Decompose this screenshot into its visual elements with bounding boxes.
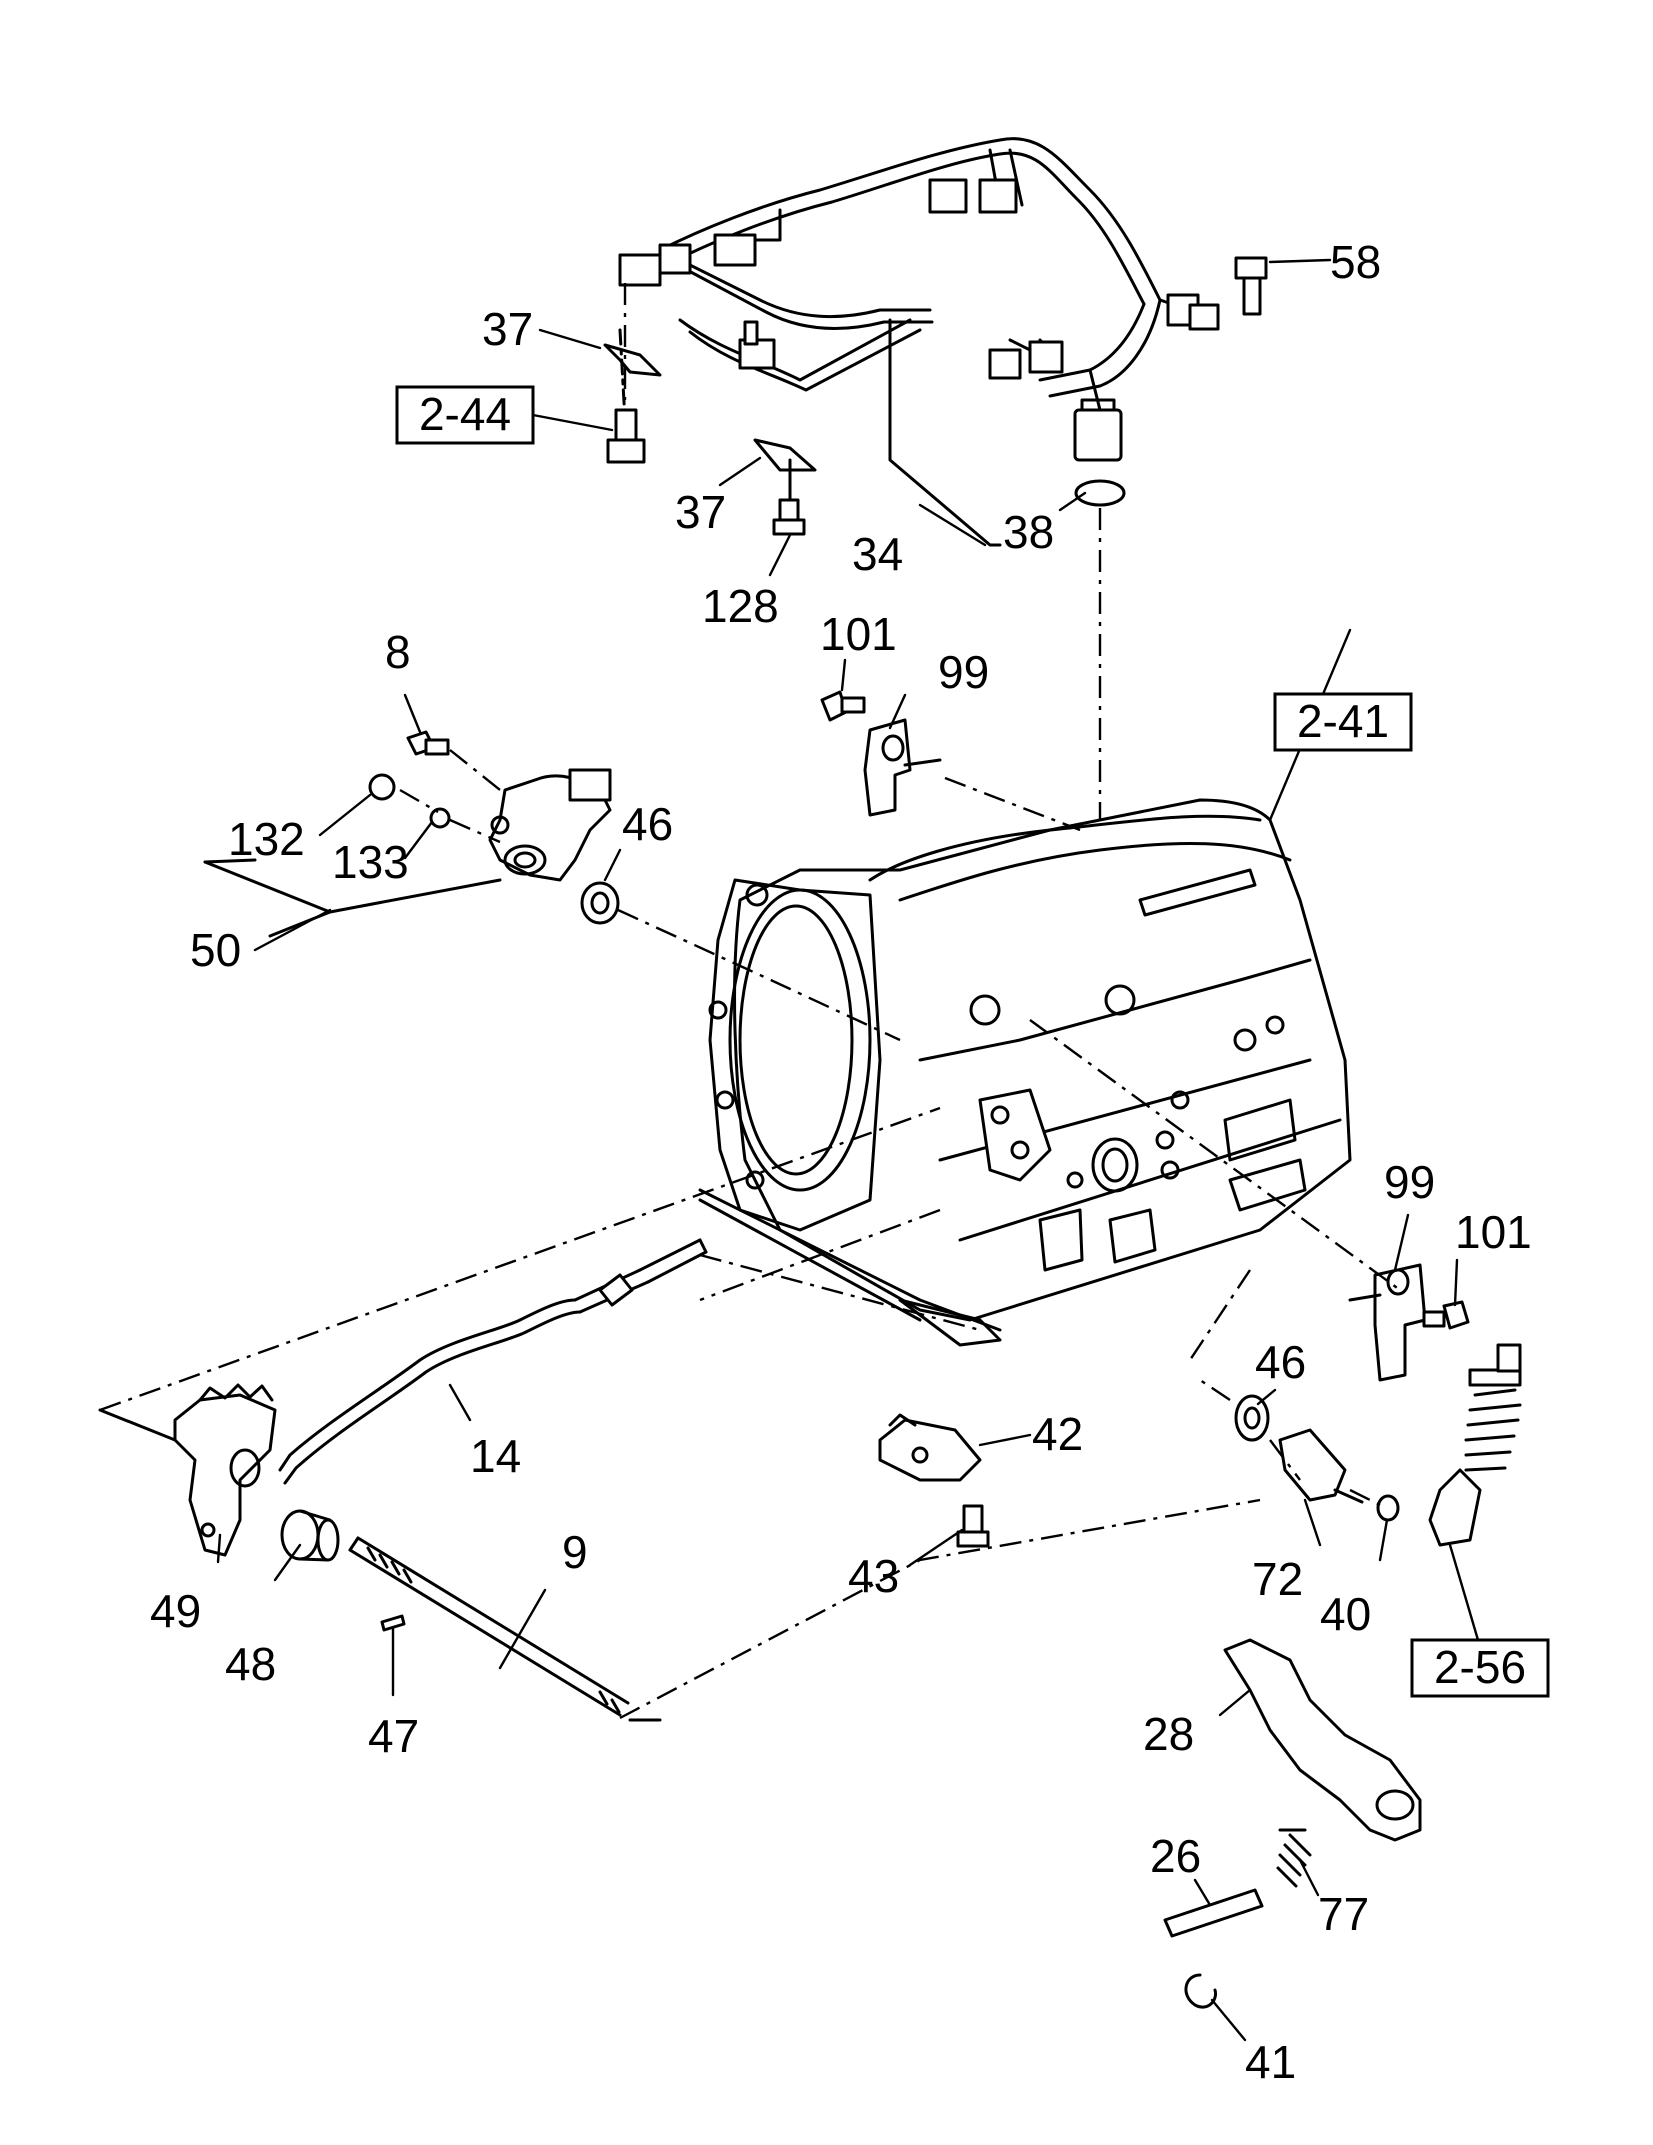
label-37-lower: 37 — [675, 486, 726, 538]
washer-40 — [1376, 1494, 1400, 1522]
neutral-switch-50 — [488, 768, 612, 882]
clip-37-upper — [603, 328, 662, 422]
label-26: 26 — [1150, 1830, 1201, 1882]
sensor-2-56 — [1428, 1343, 1522, 1547]
leader-lines — [216, 258, 1480, 2042]
label-46-upper: 46 — [622, 798, 673, 850]
label-46-lower: 46 — [1255, 1336, 1306, 1388]
label-8: 8 — [385, 626, 411, 678]
label-133: 133 — [332, 836, 409, 888]
bracket-99-lower — [1348, 1263, 1427, 1382]
bracket-42 — [878, 1413, 982, 1482]
ref-label-2-41: 2-41 — [1297, 695, 1389, 747]
label-101-upper: 101 — [820, 608, 897, 660]
clip-37-lower — [753, 438, 817, 502]
part-labels: 58 37 37 34 38 128 101 99 8 132 133 50 4… — [150, 236, 1532, 2088]
ref-box-2-56: 2-56 — [1410, 1638, 1550, 1698]
seal-46-lower — [1234, 1394, 1270, 1442]
bracket-99-upper — [863, 718, 942, 817]
e-clip-41 — [1184, 1973, 1218, 2009]
nut-132 — [368, 773, 396, 801]
label-34: 34 — [852, 528, 903, 580]
assembly-lines — [99, 283, 1401, 1720]
label-101-lower: 101 — [1455, 1206, 1532, 1258]
label-14: 14 — [470, 1430, 521, 1482]
washer-133 — [429, 807, 451, 829]
label-128: 128 — [702, 580, 779, 632]
label-42: 42 — [1032, 1408, 1083, 1460]
bolt-101-lower — [1422, 1300, 1470, 1330]
ref-box-2-44: 2-44 — [395, 385, 614, 445]
pin-26 — [1163, 1888, 1264, 1938]
o-ring-38 — [1074, 479, 1126, 507]
control-rod-14 — [278, 1238, 708, 1485]
arm-28 — [1223, 1638, 1422, 1842]
label-40: 40 — [1320, 1588, 1371, 1640]
label-37-upper: 37 — [482, 303, 533, 355]
ref-label-2-44: 2-44 — [419, 388, 511, 440]
label-50: 50 — [190, 924, 241, 976]
label-41: 41 — [1245, 2036, 1296, 2088]
label-132: 132 — [228, 813, 305, 865]
seal-46-upper — [580, 881, 620, 925]
transmission-case — [698, 798, 1352, 1347]
bolt-2-44 — [606, 408, 646, 464]
bolt-128 — [772, 498, 806, 536]
bolt-101-upper — [820, 690, 866, 722]
spring-77 — [1276, 1828, 1312, 1888]
shaft-9 — [348, 1536, 630, 1717]
bolt-43 — [956, 1504, 990, 1548]
label-38: 38 — [1003, 506, 1054, 558]
label-49: 49 — [150, 1585, 201, 1637]
callout-brackets — [98, 318, 1002, 1722]
label-99-upper: 99 — [938, 646, 989, 698]
label-47: 47 — [368, 1710, 419, 1762]
label-99-lower: 99 — [1384, 1156, 1435, 1208]
label-9: 9 — [562, 1526, 588, 1578]
label-28: 28 — [1143, 1708, 1194, 1760]
bushing-48 — [280, 1509, 340, 1562]
pin-47 — [380, 1614, 406, 1632]
ref-label-2-56: 2-56 — [1434, 1641, 1526, 1693]
ref-box-2-41: 2-41 — [1273, 692, 1413, 752]
lever-72 — [1278, 1428, 1364, 1504]
label-77: 77 — [1318, 1888, 1369, 1940]
detent-plate-49 — [173, 1383, 277, 1557]
bolt-8 — [406, 730, 450, 756]
label-58: 58 — [1330, 236, 1381, 288]
label-48: 48 — [225, 1638, 276, 1690]
bolt-58 — [1234, 256, 1268, 316]
label-43: 43 — [848, 1550, 899, 1602]
label-72: 72 — [1252, 1553, 1303, 1605]
wiring-harness — [618, 137, 1220, 462]
